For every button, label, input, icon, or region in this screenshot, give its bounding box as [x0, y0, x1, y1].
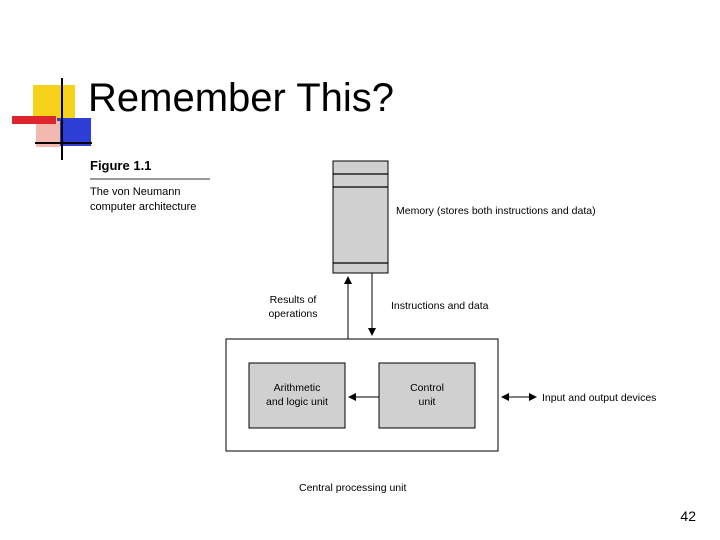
control-label: Control unit: [379, 381, 475, 409]
alu-label-line-1: Arithmetic: [273, 382, 321, 394]
control-label-line-1: Control: [410, 382, 444, 394]
page-number: 42: [680, 508, 696, 524]
caption-line-1: The von Neumann: [90, 186, 181, 198]
memory-label: Memory (stores both instructions and dat…: [396, 205, 596, 217]
instructions-label: Instructions and data: [391, 300, 489, 312]
results-label-line-2: operations: [268, 308, 318, 320]
alu-box: [248, 362, 346, 429]
memory-block: [332, 160, 389, 274]
figure-caption: The von Neumann computer architecture: [90, 185, 230, 215]
cpu-label: Central processing unit: [299, 482, 407, 494]
alu-label-line-2: and logic unit: [266, 396, 328, 408]
figure-rule: [90, 178, 210, 180]
caption-line-2: computer architecture: [90, 201, 197, 213]
alu-label: Arithmetic and logic unit: [249, 381, 345, 409]
figure-label: Figure 1.1: [90, 158, 152, 173]
results-label: Results of operations: [262, 293, 324, 321]
results-label-line-1: Results of: [269, 294, 317, 306]
control-label-line-2: unit: [418, 396, 436, 408]
io-label: Input and output devices: [542, 392, 657, 404]
slide-title: Remember This?: [88, 76, 395, 120]
decorative-logo-icon: [12, 78, 92, 160]
control-unit-box: [378, 362, 476, 429]
